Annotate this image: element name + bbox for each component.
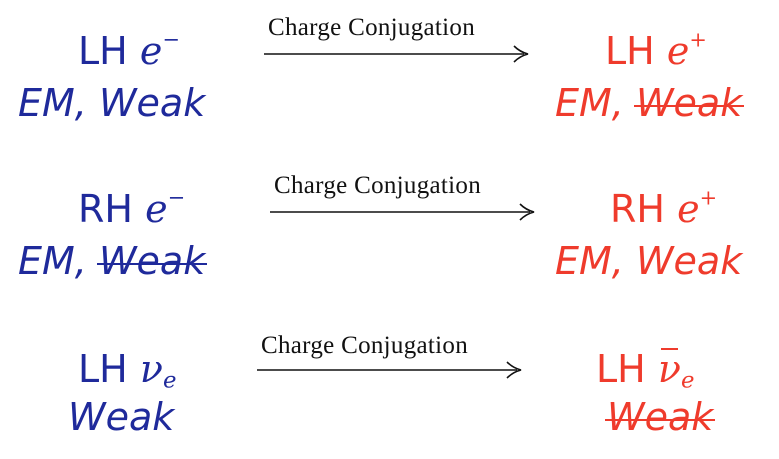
row2-left-charge: − [167, 185, 186, 210]
row3-left-weak: Weak [68, 395, 175, 439]
row2-right-weak: Weak [635, 239, 743, 283]
row3-right-handedness: LH [596, 347, 646, 391]
row2-left-em: EM [18, 239, 75, 283]
row1-right-symbol: e+ [666, 27, 707, 73]
row2-left-particle: RH e− [78, 185, 186, 231]
row1-left-particle: LH e− [78, 27, 180, 73]
row2-left-weak-struck: Weak [96, 239, 208, 283]
row1-arrow [264, 45, 529, 63]
row3-right-particle: LH νe [596, 347, 695, 394]
row3-left-handedness: LH [78, 347, 128, 391]
row3-right-symbol: νe [657, 347, 695, 394]
row2-arrow [270, 203, 535, 221]
row2-right-charge: + [699, 185, 718, 210]
row3-left-symbol: νe [139, 347, 177, 394]
row2-right-handedness: RH [610, 187, 665, 231]
row3-right-antineutrino: ν [657, 347, 681, 391]
row2-right-symbol: e+ [677, 185, 718, 231]
row2-right-particle: RH e+ [610, 185, 718, 231]
row1-left-charge: − [162, 27, 180, 52]
row3-right-interactions: Weak [604, 395, 716, 439]
row1-left-interactions: EM, Weak [18, 84, 205, 122]
row1-left-em: EM [18, 81, 75, 125]
row1-left-symbol: e− [139, 27, 180, 73]
row3-left-interactions: Weak [68, 398, 174, 436]
row3-left-flavor: e [162, 367, 177, 394]
row2-left-symbol: e− [145, 185, 186, 231]
row1-arrow-label: Charge Conjugation [268, 14, 475, 41]
row3-left-particle: LH νe [78, 347, 177, 394]
row3-arrow-label: Charge Conjugation [261, 332, 468, 359]
row1-right-handedness: LH [605, 29, 655, 73]
row2-right-sep: , [611, 239, 636, 283]
row1-right-interactions: EM, Weak [555, 81, 745, 125]
row2-right-em: EM [555, 239, 612, 283]
row2-arrow-label: Charge Conjugation [274, 172, 481, 199]
row1-left-handedness: LH [78, 29, 128, 73]
row1-left-weak: Weak [98, 81, 206, 125]
row2-right-interactions: EM, Weak [555, 242, 742, 280]
row1-right-weak-struck: Weak [633, 81, 745, 125]
row1-left-sep: , [74, 81, 99, 125]
row1-right-charge: + [689, 27, 707, 52]
row2-left-handedness: RH [78, 187, 133, 231]
row3-right-flavor: e [680, 367, 695, 394]
row1-right-sep: , [611, 81, 636, 125]
row2-left-sep: , [74, 239, 99, 283]
row3-right-weak-struck: Weak [604, 395, 716, 439]
row3-arrow [257, 361, 522, 379]
row1-right-em: EM [555, 81, 612, 125]
row2-left-interactions: EM, Weak [18, 239, 208, 283]
row1-right-particle: LH e+ [605, 27, 707, 73]
